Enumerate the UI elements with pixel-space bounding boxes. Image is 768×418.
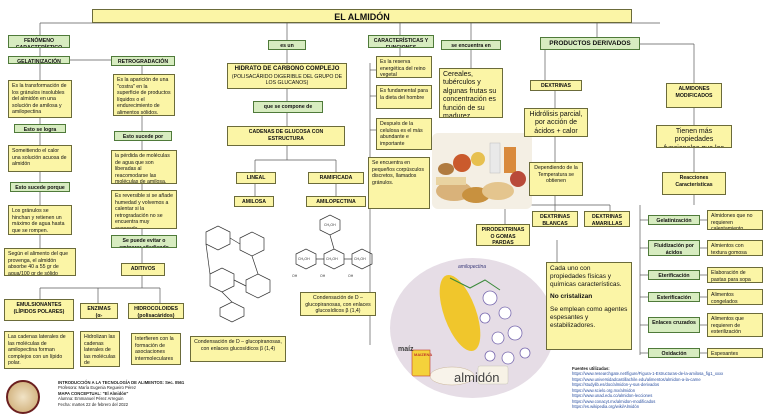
retrogradacion-node: RETROGRADACIÓN — [111, 56, 175, 66]
references-list: Fuentes utilizadas: https://www.research… — [572, 366, 762, 410]
dieta-desc: Es fundamental para la dieta del hombre — [376, 85, 432, 109]
caracteristicas-header: CARACTERÍSTICAS Y FUNCIONES — [368, 35, 434, 48]
reference-link[interactable]: https://www.conacyt.mx/almidon-modificad… — [572, 398, 656, 404]
footer-credits: INTRODUCCIÓN A LA TECNOLOGÍA DE ALIMENTO… — [58, 380, 238, 407]
svg-text:CH₂OH: CH₂OH — [324, 223, 336, 227]
propiedades-list: Cada uno con propiedades físicas y quími… — [546, 262, 632, 350]
reserva-desc: Es la reserva energética del reino veget… — [376, 56, 432, 78]
svg-text:CH₂OH: CH₂OH — [354, 257, 366, 261]
pirodextrinas-node: PIRODEXTRINAS O GOMAS PARDAS — [476, 224, 530, 246]
emulsionantes-node: EMULSIONANTES (LÍPIDOS POLARES) — [4, 299, 74, 321]
productos-header: PRODUCTOS DERIVADOS — [540, 37, 640, 50]
amilosa-desc: Condensación de D – glucopiranosas, con … — [190, 336, 286, 362]
cereales-desc: Cereales, tubérculos y algunas frutas su… — [439, 68, 503, 118]
enzimas-desc: Hidrolizan las cadenas laterales de las … — [80, 331, 120, 367]
reference-link[interactable]: https://www.scielo.org.mx/almidon — [572, 387, 636, 393]
se-puede-evitar: Se puede evitar o aminorar añadiendo — [111, 235, 177, 248]
cada-uno-item: Cada uno con propiedades físicas y quími… — [550, 265, 622, 289]
ramificada-node: RAMIFICADA — [308, 172, 364, 184]
reaccion-oxidacion-desc: Espesantes — [707, 348, 763, 358]
maizena-image-label: MAIZENA — [414, 352, 433, 357]
amilosa-node: AMILOSA — [234, 196, 274, 207]
esto-sucede-por: Esto sucede por — [114, 131, 172, 141]
footer-line-1: INTRODUCCIÓN A LA TECNOLOGÍA DE ALIMENTO… — [58, 380, 185, 385]
almidon-image-label: almidón — [454, 370, 500, 385]
svg-text:OH: OH — [320, 274, 326, 278]
hidrato-node: HIDRATO DE CARBONO COMPLEJO (POLISACÁRID… — [227, 63, 347, 89]
hidrocoloides-node: HIDROCOLOIDES (polisacáridos) — [128, 303, 184, 319]
reference-link[interactable]: https://www.universidadcastillachile.edu… — [572, 376, 701, 382]
reference-link[interactable]: https://es.wikipedia.org/wiki/Almidón — [572, 404, 640, 410]
reaccion-enlaces-cruzados-desc: Alimentos que requieren de esterilizació… — [707, 313, 763, 337]
dextrinas-blancas-node: DEXTRINAS BLANCAS — [532, 211, 578, 227]
es-un-node: es un — [268, 40, 306, 50]
footer-line-3: MAPA CONCEPTUAL: "El Almidón" — [58, 390, 129, 396]
reaccion-eterificacion-desc: Elaboración de pastas para sopa — [707, 267, 763, 283]
svg-text:CH₂OH: CH₂OH — [326, 257, 338, 261]
enzimas-node: ENZIMAS (α-amilasas) — [80, 303, 118, 319]
svg-text:OH: OH — [348, 274, 354, 278]
gelatinizacion-node: GELATINIZACIÓN — [8, 56, 70, 64]
tienen-desc: Tienen más propiedades funcionales que l… — [656, 125, 732, 148]
cadenas-node: CADENAS DE GLUCOSA CON ESTRUCTURA — [227, 126, 345, 146]
reacciones-node: Reacciones Características — [662, 172, 726, 195]
university-seal-logo — [6, 380, 40, 414]
dextrinas-desc: Hidrólisis parcial, por acción de ácidos… — [524, 108, 588, 137]
reaccion-esterificacion-desc: Alimentos congelados — [707, 289, 763, 305]
reference-link[interactable]: https://www.unad.edu.co/almidon-leccione… — [572, 393, 653, 399]
reaccion-esterificacion: Esterificación — [648, 292, 700, 302]
almidones-modificados-node: ALMIDONES MODIFICADOS — [666, 83, 722, 108]
reference-link[interactable]: https://studylib.es/doc/almidon-y-sus-de… — [572, 382, 660, 388]
se-encuentra-header: se encuentra en — [441, 40, 501, 50]
hidrocoloides-desc: Interfieren con la formación de asociaci… — [131, 333, 181, 365]
dextrinas-amarillas-node: DEXTRINAS AMARILLAS — [584, 211, 630, 227]
food-photo — [432, 133, 532, 209]
retrogradacion-desc: Es la aparición de una "costra" en la su… — [113, 74, 175, 116]
reversible-desc: Es reversible si se añade humedad y volv… — [111, 190, 177, 229]
hinchan-desc: Los gránulos se hinchan y retienen un má… — [8, 205, 72, 235]
amilopectina-image-label: amilopectina — [458, 264, 487, 270]
starch-illustration — [390, 258, 555, 398]
reaccion-fluidizacion-desc: Almientos con textura gomosa — [707, 240, 763, 256]
amilopectina-structure-drawing: CH₂OH CH₂OH CH₂OH CH₂OH OH OH OH — [292, 214, 373, 278]
segun-desc: Según el alimento del que provenga, el a… — [4, 248, 76, 276]
aditivos-node: ADITIVOS — [121, 263, 165, 276]
amilopectina-node: AMILOPECTINA — [306, 196, 366, 207]
svg-text:CH₂OH: CH₂OH — [298, 257, 310, 261]
svg-text:OH: OH — [292, 274, 298, 278]
perdida-desc: la pérdida de moléculas de agua que son … — [111, 150, 177, 184]
reaccion-eterificacion: Eterificación — [648, 270, 700, 280]
reference-link[interactable]: https://www.researchgate.net/figure/Figu… — [572, 371, 724, 377]
footer-line-5: Fecha: martes 22 de febrero del 2022 — [58, 401, 129, 407]
que-se-compone: que se compone de — [253, 101, 323, 113]
fenomeno-header: FENÓMENO CARACTERÍSTICO — [8, 35, 70, 48]
calentar-desc: Someitiendo el calor una solución acuosa… — [8, 145, 72, 172]
granulos-desc: Se encuentra en pequeños corpúsculos dis… — [368, 157, 430, 209]
maiz-image-label: maíz — [398, 346, 414, 353]
footer-line-4: Alumna: Emmanuel Pérez Arreguin — [58, 396, 124, 402]
reaccion-oxidacion: Oxidación — [648, 348, 700, 358]
dependiendo-desc: Dependiendo de la Temperatura se obtiene… — [529, 162, 583, 196]
reaccion-gelatinizacion-desc: Almidones que no requieren calentamiento — [707, 210, 763, 230]
reaccion-fluidizacion: Fluidización por ácidos — [648, 240, 700, 256]
footer-line-2: Profesora: María Eugenia Regueiro Pérez — [58, 385, 136, 391]
page-title: EL ALMIDÓN — [92, 9, 632, 23]
reaccion-enlaces-cruzados: Enlaces cruzados — [648, 317, 700, 333]
hidrato-sub: (POLISACÁRIDO DIGERIBLE DEL GRUPO DE LOS… — [231, 73, 343, 87]
gelatinizacion-desc: Es la transformación de los gránulos ins… — [8, 80, 72, 118]
espesantes-item: Se emplean como agentes espesantes y est… — [550, 305, 628, 329]
reaccion-gelatinizacion: Gelatinización — [648, 215, 700, 225]
hidrato-title: HIDRATO DE CARBONO COMPLEJO — [234, 66, 340, 72]
emulsionantes-desc: Las cadenas laterales de las moléculas d… — [4, 331, 74, 369]
no-cristalizan-item: No cristalizan — [550, 293, 593, 301]
amilosa-structure-drawing — [205, 225, 271, 323]
references-header: Fuentes utilizadas: — [572, 366, 610, 371]
amilopectina-desc: Condensación de D – glucopiranosas, con … — [300, 292, 376, 316]
esto-sucede-porque: Esto sucede porque — [10, 182, 70, 192]
esto-se-logra: Esto se logra — [14, 124, 66, 133]
lineal-node: LINEAL — [236, 172, 276, 184]
celulosa-desc: Después de la celulosa es el más abundan… — [376, 118, 432, 150]
dextrinas-node: DEXTRINAS — [530, 80, 582, 91]
